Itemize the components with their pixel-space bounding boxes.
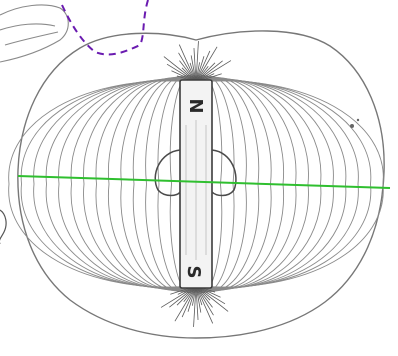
leaf-sketch-top-left xyxy=(0,4,69,63)
north-pole-label: N xyxy=(185,98,206,113)
field-line xyxy=(33,79,197,289)
pole-ray xyxy=(195,41,199,83)
pole-ray xyxy=(169,285,197,308)
field-line xyxy=(83,78,197,290)
pole-ray xyxy=(195,285,226,305)
pole-ray xyxy=(181,285,197,318)
pole-rays xyxy=(160,41,232,327)
speck xyxy=(356,118,360,122)
dashed-outline xyxy=(61,0,149,56)
pole-ray xyxy=(178,44,197,83)
pole-ray xyxy=(195,60,223,83)
field-line xyxy=(195,80,384,288)
pole-ray xyxy=(195,285,214,316)
pole-ray xyxy=(195,285,214,324)
field-line xyxy=(107,77,197,291)
field-line xyxy=(145,75,197,293)
field-line xyxy=(45,79,197,289)
pole-ray xyxy=(195,285,199,320)
pole-ray xyxy=(195,285,213,308)
green-axis-line xyxy=(17,175,391,189)
south-pole-label: S xyxy=(183,266,204,279)
field-line xyxy=(70,78,197,290)
pole-ray xyxy=(179,60,197,83)
pole-ray xyxy=(195,285,229,312)
center-loop xyxy=(154,149,237,197)
pole-ray xyxy=(160,285,197,308)
pole-ray xyxy=(163,56,197,83)
pole-ray xyxy=(190,55,197,83)
pole-ray xyxy=(187,285,197,312)
field-line xyxy=(58,79,197,289)
field-line xyxy=(132,76,197,292)
field-line xyxy=(195,79,334,289)
field-outline xyxy=(17,30,385,339)
field-line xyxy=(195,78,309,290)
field-line xyxy=(20,80,197,288)
speck xyxy=(350,124,354,128)
field-line xyxy=(95,77,197,291)
field-line xyxy=(195,79,359,289)
pole-ray xyxy=(174,285,197,322)
field-line xyxy=(8,80,197,288)
curl-sketch-left xyxy=(0,209,7,244)
pole-ray xyxy=(195,50,211,83)
pole-ray xyxy=(195,46,218,83)
field-line xyxy=(195,79,347,289)
pole-ray xyxy=(178,52,197,83)
pole-ray xyxy=(195,56,205,83)
field-line xyxy=(120,76,197,292)
magnet-shading xyxy=(185,120,207,260)
pole-ray xyxy=(193,48,197,83)
pole-ray xyxy=(176,285,197,306)
pole-ray xyxy=(195,60,232,83)
pole-ray xyxy=(166,63,197,83)
field-line xyxy=(195,78,322,290)
field-line xyxy=(195,80,372,288)
pole-ray xyxy=(193,285,197,327)
pole-ray xyxy=(195,62,216,83)
pole-ray xyxy=(195,285,202,313)
